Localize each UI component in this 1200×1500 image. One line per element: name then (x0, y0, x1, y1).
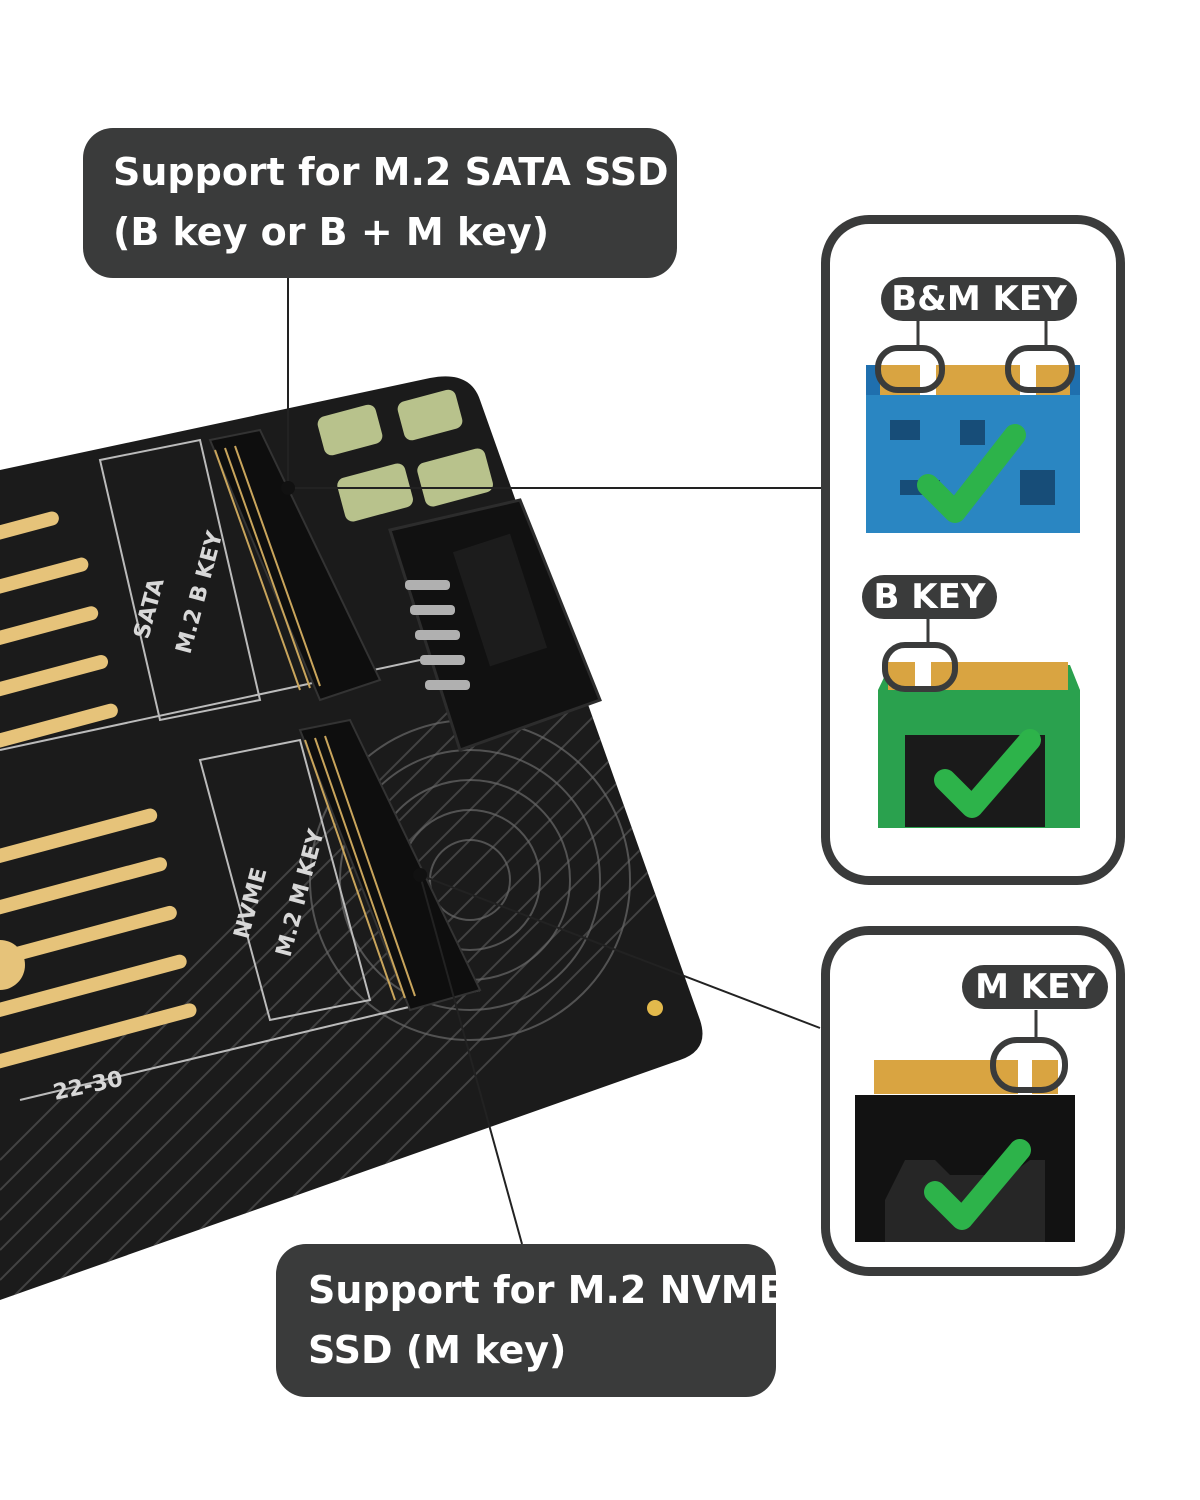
bm-key-ssd-image (866, 320, 1080, 533)
sata-connector-slot (208, 428, 382, 702)
sata-callout-line1: Support for M.2 SATA SSD (113, 150, 669, 194)
leader-lines (287, 278, 822, 1245)
nvme-support-callout: Support for M.2 NVME SSD (M key) (276, 1244, 785, 1397)
led-pads (317, 389, 493, 522)
sata-support-callout: Support for M.2 SATA SSD (B key or B + M… (83, 128, 677, 278)
mounting-hole (647, 1000, 663, 1016)
m-key-ssd-image (855, 1010, 1075, 1242)
nvme-callout-line1: Support for M.2 NVME (308, 1268, 785, 1312)
screw-hole (0, 940, 25, 990)
bm-key-label: B&M KEY (881, 277, 1077, 321)
sata-port (388, 498, 602, 752)
nvme-callout-line2: SSD (M key) (308, 1328, 567, 1372)
sata-callout-line2: (B key or B + M key) (113, 210, 550, 254)
b-key-label: B KEY (862, 575, 997, 619)
b-key-ssd-image (878, 618, 1080, 828)
m-key-label: M KEY (962, 965, 1108, 1009)
nvme-connector-slot (298, 718, 482, 1012)
